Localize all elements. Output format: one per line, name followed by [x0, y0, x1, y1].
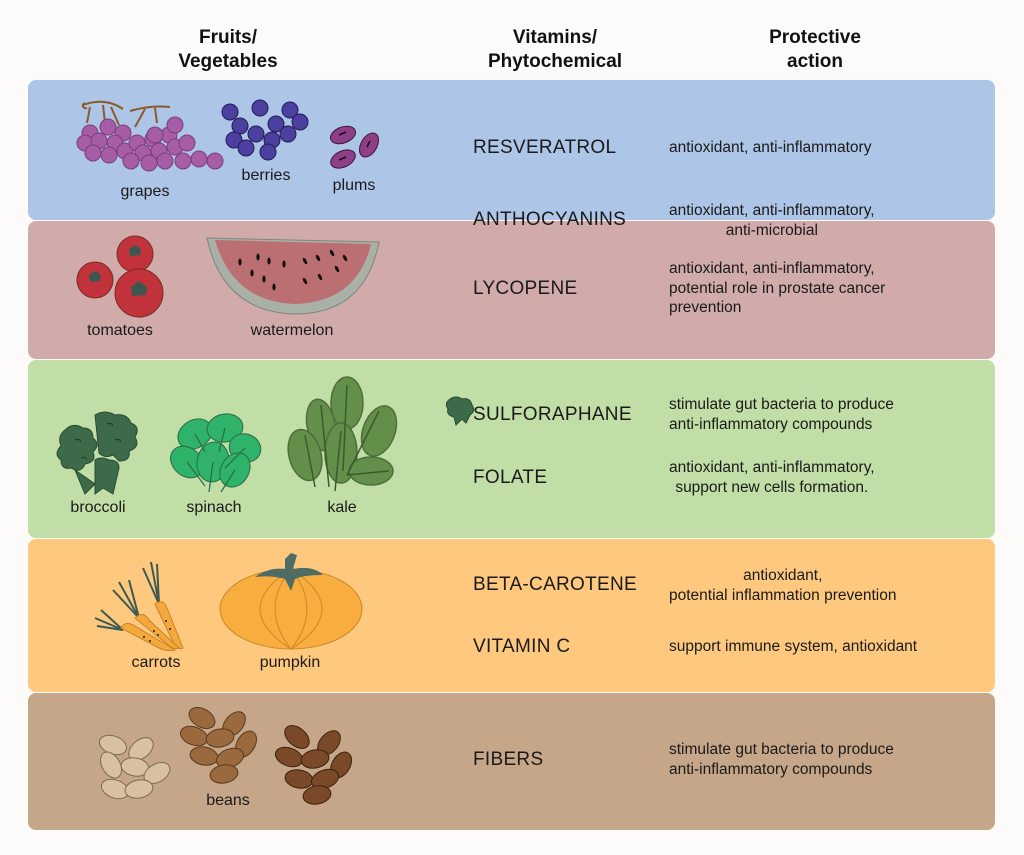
beans-light-icon: [98, 734, 171, 800]
beans-dark-icon: [274, 725, 352, 805]
beans-medium-icon: [179, 707, 257, 784]
plums-icon: [329, 125, 379, 169]
tomatoes-icon: [76, 235, 164, 318]
band-red: [28, 221, 995, 359]
food-label-pumpkin: pumpkin: [259, 654, 321, 671]
action-sulforaphane: stimulate gut bacteria to produce anti-i…: [669, 396, 894, 433]
compound-folate: FOLATE: [473, 467, 548, 488]
action-fibers: stimulate gut bacteria to produce anti-i…: [669, 741, 894, 778]
food-label-kale: kale: [327, 499, 357, 516]
header-fruits-vegetables: Fruits/ Vegetables: [178, 27, 278, 72]
action-lycopene: antioxidant, anti-inflammatory, potentia…: [669, 260, 886, 316]
spinach-icon: [170, 413, 262, 493]
food-label-carrots: carrots: [131, 654, 181, 671]
compound-vitamin-c: VITAMIN C: [473, 636, 571, 657]
berries-icon: [221, 99, 309, 161]
compound-beta-carotene: BETA-CAROTENE: [473, 574, 638, 595]
compound-anthocyanins: ANTHOCYANINS: [473, 209, 627, 230]
food-label-berries: berries: [241, 167, 291, 184]
action-folate: antioxidant, anti-inflammatory, support …: [669, 459, 875, 496]
food-label-broccoli: broccoli: [70, 499, 126, 516]
broccoli-icon: [56, 411, 138, 495]
compound-fibers: FIBERS: [473, 749, 544, 770]
food-label-beans: beans: [206, 792, 250, 809]
compound-resveratrol: RESVERATROL: [473, 137, 617, 158]
watermelon-icon: [206, 237, 380, 315]
food-label-spinach: spinach: [186, 499, 242, 516]
band-orange: [28, 539, 995, 692]
food-label-tomatoes: tomatoes: [87, 322, 153, 339]
compound-sulforaphane: SULFORAPHANE: [473, 404, 632, 425]
broccoli-small-icon: [445, 396, 475, 426]
food-label-grapes: grapes: [120, 183, 170, 200]
compound-lycopene: LYCOPENE: [473, 278, 578, 299]
action-beta-carotene: antioxidant, potential inflammation prev…: [669, 567, 897, 604]
action-resveratrol: antioxidant, anti-inflammatory: [669, 139, 872, 156]
kale-icon: [287, 376, 398, 492]
header-vitamins-phytochemical: Vitamins/ Phytochemical: [487, 27, 623, 72]
action-anthocyanins: antioxidant, anti-inflammatory, anti-mic…: [669, 202, 875, 239]
food-label-watermelon: watermelon: [250, 322, 334, 339]
action-vitamin-c: support immune system, antioxidant: [669, 638, 918, 655]
carrots-icon: [94, 561, 184, 652]
food-label-plums: plums: [332, 177, 376, 194]
pumpkin-icon: [219, 553, 363, 650]
header-protective-action: Protective action: [769, 27, 861, 72]
grapes-icon: [76, 100, 224, 172]
